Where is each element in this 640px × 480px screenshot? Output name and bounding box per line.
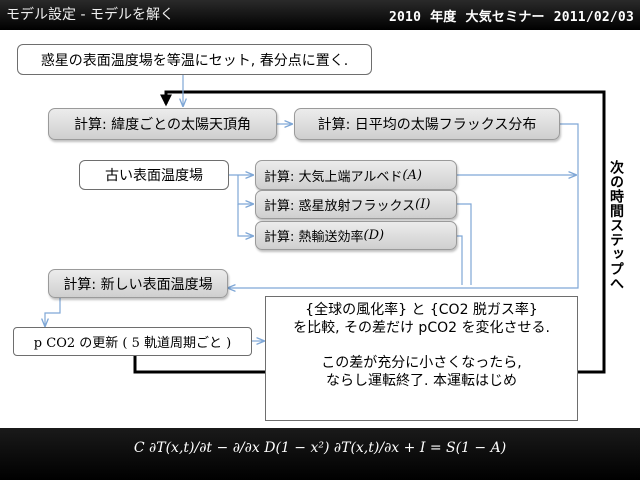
note-line-4: ならし運転終了. 本運転はじめ <box>326 373 517 389</box>
albedo-var: (A) <box>402 167 422 183</box>
emission-label: 計算: 惑星放射フラックス <box>264 199 416 214</box>
transport-label: 計算: 熱輸送効率 <box>264 230 364 245</box>
header-year: 2010 <box>389 10 422 25</box>
arrow-newtemp-to-pco2 <box>45 298 61 326</box>
albedo-box: 計算: 大気上端アルベド(A) <box>255 160 457 190</box>
new-temp-box: 計算: 新しい表面温度場 <box>48 269 228 298</box>
init-text: 惑星の表面温度場を等温にセット, 春分点に置く. <box>40 52 349 69</box>
arrow-oldtemp-to-emission <box>237 175 253 204</box>
flux-box: 計算: 日平均の太陽フラックス分布 <box>294 108 560 140</box>
pco2-text: p CO2 の更新 ( 5 軌道周期ごと ) <box>33 336 232 351</box>
new-temp-text: 計算: 新しい表面温度場 <box>63 276 213 293</box>
pco2-box: p CO2 の更新 ( 5 軌道周期ごと ) <box>13 327 252 356</box>
note-line-1: {全球の風化率} と {CO2 脱ガス率} <box>305 302 538 318</box>
transport-box: 計算: 熱輸送効率(D) <box>255 221 457 250</box>
arrow-transport-out <box>457 235 463 285</box>
title-bar: モデル設定 - モデルを解く 2010 年度大気セミナー 2011/02/03 <box>0 0 640 30</box>
emission-var: (I) <box>415 197 431 212</box>
next-step-label: 次の時間ステップへ <box>608 160 624 291</box>
header-date: 2011/02/03 <box>553 10 634 25</box>
init-box: 惑星の表面温度場を等温にセット, 春分点に置く. <box>17 44 372 75</box>
ebm-equation: C ∂T(x,t)/∂t − ∂/∂x D(1 − x²) ∂T(x,t)/∂x… <box>133 440 507 456</box>
header-seminar: 大気セミナー <box>465 10 545 25</box>
flux-text: 計算: 日平均の太陽フラックス分布 <box>317 117 537 133</box>
loop-arrow <box>133 90 606 374</box>
old-temp-box: 古い表面温度場 <box>79 160 229 190</box>
transport-var: (D) <box>363 228 385 243</box>
equation-bar <box>0 428 640 480</box>
arrow-emission-out <box>457 203 472 285</box>
note-box: {全球の風化率} と {CO2 脱ガス率} を比較, その差だけ pCO2 を変… <box>265 296 578 421</box>
zenith-text: 計算: 緯度ごとの太陽天頂角 <box>73 117 252 133</box>
emission-box: 計算: 惑星放射フラックス(I) <box>255 190 457 219</box>
note-line-2: を比較, その差だけ pCO2 を変化させる. <box>293 320 550 336</box>
albedo-label: 計算: 大気上端アルベド <box>264 169 403 185</box>
zenith-box: 計算: 緯度ごとの太陽天頂角 <box>48 108 277 140</box>
arrow-flux-out <box>228 123 579 288</box>
header-info: 2010 年度大気セミナー 2011/02/03 <box>389 6 634 25</box>
arrow-oldtemp-to-transport <box>237 204 253 236</box>
header-year-suffix: 年度 <box>430 10 457 25</box>
note-line-3: この差が充分に小さくなったら, <box>321 355 522 371</box>
slide-title: モデル設定 - モデルを解く <box>6 7 174 23</box>
old-temp-text: 古い表面温度場 <box>105 168 203 184</box>
